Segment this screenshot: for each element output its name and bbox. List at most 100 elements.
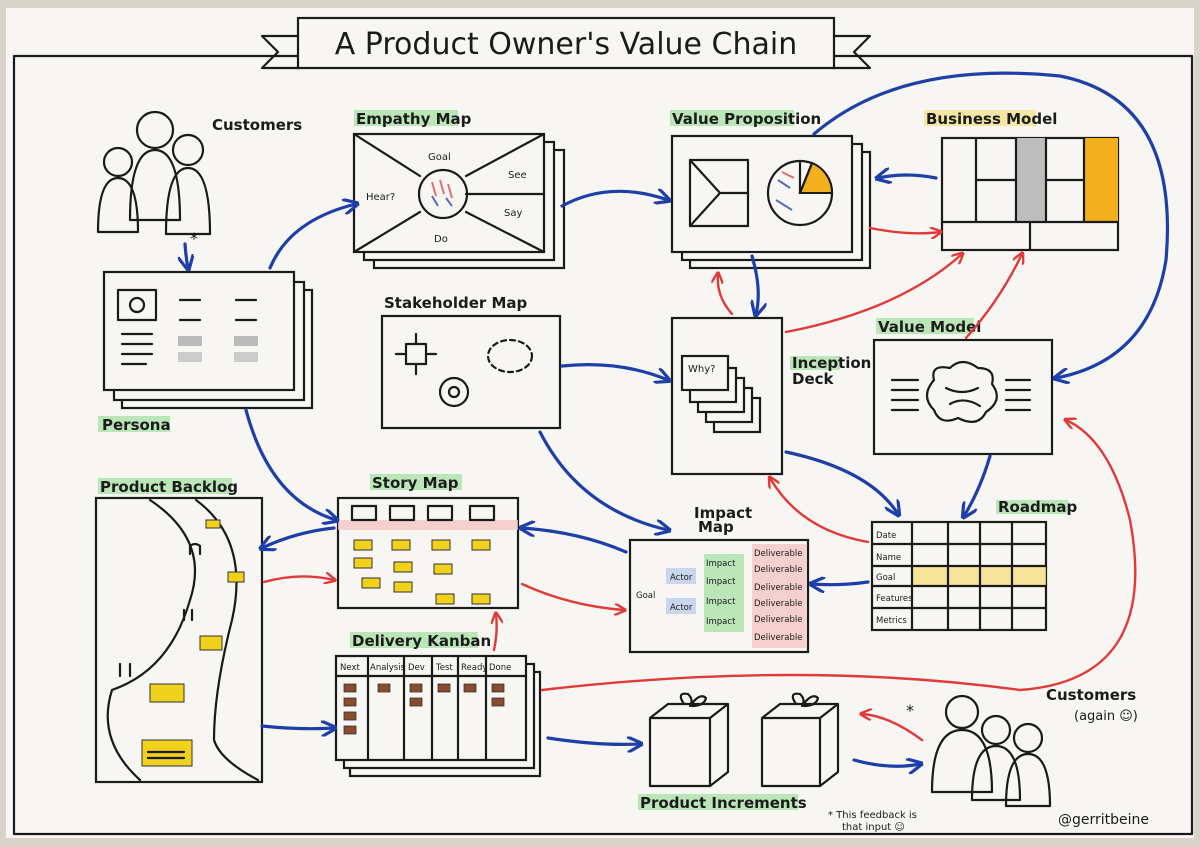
impact-map-label-2: Map <box>698 518 734 536</box>
impact-2: Impact <box>706 577 736 587</box>
arrow-customers-persona <box>185 242 188 268</box>
empathy-do: Do <box>434 234 448 245</box>
deliverable-4: Deliverable <box>754 599 802 609</box>
arrow-backlog-storymap <box>262 576 334 582</box>
customers-again-node: Customers (again ☺) * <box>906 686 1138 808</box>
empathy-map-node: Empathy Map Goal See Say Do Hear? <box>352 110 566 270</box>
arrow-valueprop-business <box>868 228 940 233</box>
business-model-node: Business Model <box>924 110 1120 252</box>
arrow-increments-customers <box>852 760 920 766</box>
inception-deck-label-2: Deck <box>792 370 835 388</box>
arrow-business-valueprop <box>878 175 938 178</box>
roadmap-row-goal: Goal <box>876 573 895 583</box>
kanban-col-done: Done <box>489 663 511 673</box>
arrow-persona-empathy <box>268 204 356 270</box>
kanban-col-test: Test <box>435 663 453 673</box>
footnote-line-2: that input ☺ <box>842 822 905 833</box>
inception-deck-label-1: Inception <box>792 354 871 372</box>
delivery-kanban-label: Delivery Kanban <box>352 632 491 650</box>
deliverable-3: Deliverable <box>754 583 802 593</box>
product-increments-node: Product Increments <box>638 692 840 812</box>
arrow-roadmap-impact <box>812 582 870 585</box>
inception-card: Why? <box>688 364 715 375</box>
value-model-label: Value Model <box>878 318 981 336</box>
value-proposition-label: Value Proposition <box>672 110 821 128</box>
customers-node: Customers * <box>96 110 302 248</box>
roadmap-label: Roadmap <box>998 498 1077 516</box>
blue-arrows <box>185 71 1170 766</box>
kanban-col-analysis: Analysis <box>370 663 406 673</box>
asterisk-top: * <box>190 229 198 248</box>
arrow-inception-business <box>784 254 962 334</box>
gift-box-icon <box>760 692 840 788</box>
inception-deck-node: Why? Inception Deck <box>670 316 871 476</box>
arrow-storymap-impact <box>520 582 624 610</box>
customers-again-label-1: Customers <box>1046 686 1136 704</box>
value-model-node: Value Model <box>872 318 1054 456</box>
impact-goal: Goal <box>636 591 655 601</box>
delivery-kanban-node: Delivery Kanban Next Analysis Dev Test R… <box>334 632 542 778</box>
impact-3: Impact <box>706 597 736 607</box>
author-handle: @gerritbeine <box>1058 812 1149 828</box>
impact-map-node: Impact Map Goal Actor Actor Impact Impac… <box>628 504 810 654</box>
arrow-storymap-backlog <box>262 526 336 548</box>
arrow-stakeholder-impact <box>538 430 668 530</box>
arrow-valueprop-valuemodel <box>812 71 1170 378</box>
footnote-line-1: * This feedback is <box>828 810 917 821</box>
arrow-valuemodel-roadmap <box>964 454 992 516</box>
arrow-kanban-increments <box>546 738 640 744</box>
deliverable-1: Deliverable <box>754 549 802 559</box>
arrow-inception-roadmap <box>784 450 898 514</box>
people-icon <box>96 110 212 236</box>
customers-label: Customers <box>212 116 302 134</box>
roadmap-row-features: Features <box>876 594 913 604</box>
business-model-label: Business Model <box>926 110 1057 128</box>
deliverable-6: Deliverable <box>754 633 802 643</box>
impact-actor-2: Actor <box>670 603 693 613</box>
arrow-valuemodel-business <box>964 254 1022 340</box>
arrow-customers-feedback <box>862 714 924 742</box>
arrow-stakeholder-inception <box>560 363 668 380</box>
impact-map-label-1: Impact <box>694 504 752 522</box>
arrow-impact-storymap <box>522 528 628 554</box>
empathy-hear: Hear? <box>366 192 395 203</box>
kanban-col-next: Next <box>340 663 360 673</box>
roadmap-node: Roadmap Date Name Goal Features Metrics <box>870 498 1077 632</box>
persona-node: Persona <box>98 270 314 434</box>
story-map-label: Story Map <box>372 474 459 492</box>
gift-box-icon <box>648 692 730 788</box>
arrow-empathy-valueprop <box>560 191 668 208</box>
product-increments-label: Product Increments <box>640 794 807 812</box>
asterisk-bottom: * <box>906 701 914 720</box>
deliverable-5: Deliverable <box>754 615 802 625</box>
impact-4: Impact <box>706 617 736 627</box>
stakeholder-map-label: Stakeholder Map <box>384 294 528 312</box>
empathy-say: Say <box>504 208 522 219</box>
customers-again-label-2: (again ☺) <box>1074 709 1138 724</box>
empathy-see: See <box>508 170 527 181</box>
kanban-col-ready: Ready <box>461 663 487 673</box>
empathy-map-label: Empathy Map <box>356 110 472 128</box>
people-icon <box>930 694 1052 808</box>
impact-1: Impact <box>706 559 736 569</box>
deliverable-2: Deliverable <box>754 565 802 575</box>
arrow-kanban-storymap <box>494 614 497 652</box>
arrow-customers-valuemodel <box>540 420 1137 692</box>
arrow-inception-valueprop <box>718 274 734 316</box>
title: A Product Owner's Value Chain <box>335 27 797 62</box>
arrow-roadmap-inception <box>770 478 870 544</box>
roadmap-row-metrics: Metrics <box>876 616 907 626</box>
arrow-backlog-kanban <box>260 726 334 729</box>
value-proposition-node: Value Proposition <box>670 110 872 270</box>
product-backlog-label: Product Backlog <box>100 478 238 496</box>
roadmap-row-name: Name <box>876 553 901 563</box>
story-map-node: Story Map <box>336 474 520 610</box>
kanban-col-dev: Dev <box>408 663 425 673</box>
roadmap-row-date: Date <box>876 531 896 541</box>
red-arrows <box>262 228 1137 742</box>
arrow-valueprop-inception <box>752 254 758 314</box>
impact-actor-1: Actor <box>670 573 693 583</box>
empathy-goal: Goal <box>428 152 451 163</box>
